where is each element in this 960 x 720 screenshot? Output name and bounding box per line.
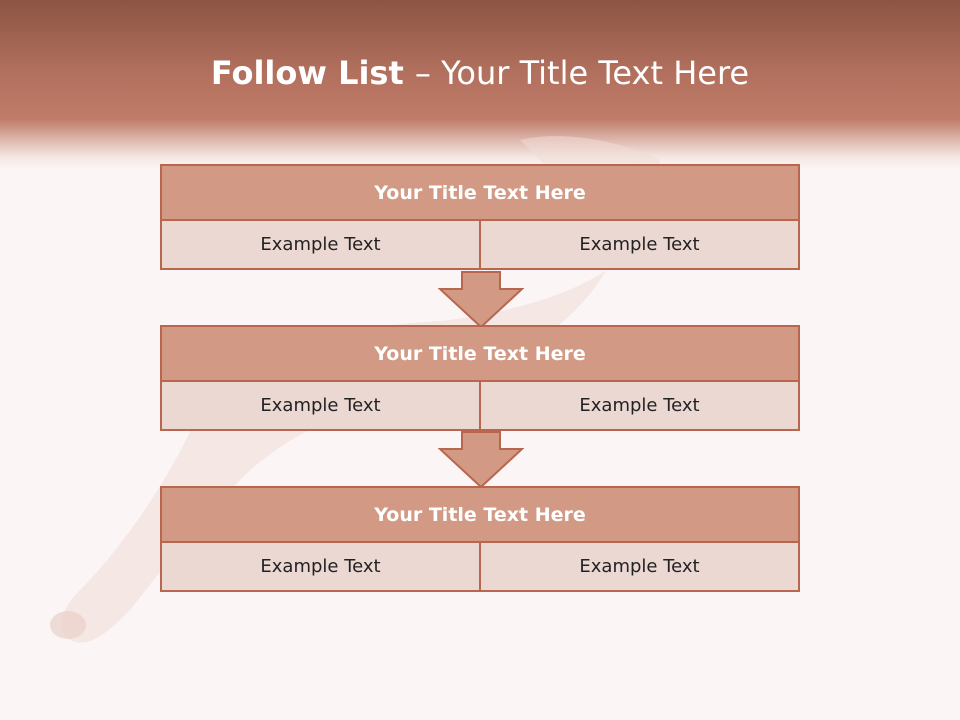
block-row: Example Text Example Text — [160, 221, 800, 270]
title-rest-part: – Your Title Text Here — [414, 54, 750, 92]
title-bold-part: Follow List — [210, 54, 415, 92]
block-title: Your Title Text Here — [160, 325, 800, 382]
list-block-1: Your Title Text Here Example Text Exampl… — [160, 164, 800, 270]
block-row: Example Text Example Text — [160, 543, 800, 592]
block-cell-left: Example Text — [160, 221, 481, 270]
block-row: Example Text Example Text — [160, 382, 800, 431]
block-cell-right: Example Text — [481, 543, 800, 592]
down-arrow-icon — [438, 431, 524, 489]
block-cell-left: Example Text — [160, 382, 481, 431]
block-cell-right: Example Text — [481, 221, 800, 270]
slide-title: Follow List – Your Title Text Here — [0, 54, 960, 92]
list-block-2: Your Title Text Here Example Text Exampl… — [160, 325, 800, 431]
list-block-3: Your Title Text Here Example Text Exampl… — [160, 486, 800, 592]
down-arrow-icon — [438, 271, 524, 329]
block-title: Your Title Text Here — [160, 486, 800, 543]
block-cell-left: Example Text — [160, 543, 481, 592]
block-title: Your Title Text Here — [160, 164, 800, 221]
block-cell-right: Example Text — [481, 382, 800, 431]
